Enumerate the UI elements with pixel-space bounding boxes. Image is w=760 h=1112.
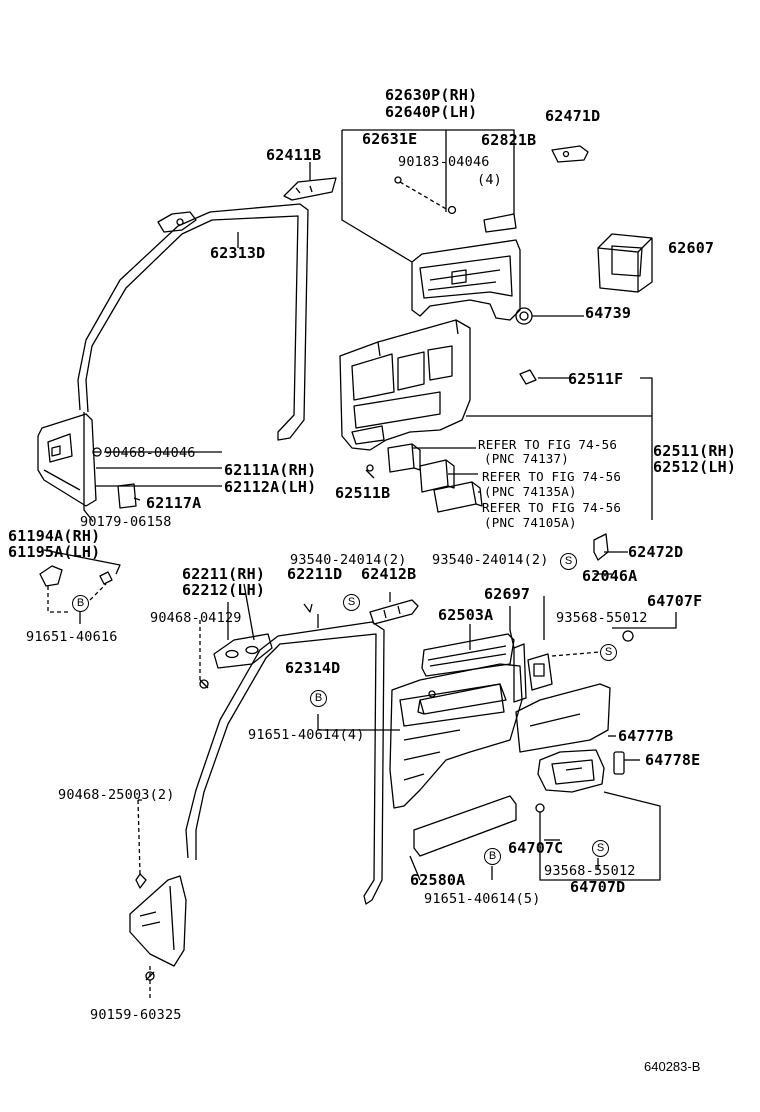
label-62821b: 62821B xyxy=(481,131,537,149)
label-64707d: 64707D xyxy=(570,878,626,896)
label-62580a: 62580A xyxy=(410,871,466,889)
screw-badge: S xyxy=(600,644,617,661)
label-62607: 62607 xyxy=(668,239,715,257)
label-93568-b: 93568-55012 xyxy=(544,863,636,879)
label-90183-qty: (4) xyxy=(477,172,502,188)
label-93540-b: 93540-24014(2) xyxy=(432,552,549,568)
ref-fig-2[interactable]: REFER TO FIG 74-56 xyxy=(482,469,622,484)
label-61195a: 61195A(LH) xyxy=(8,543,101,561)
label-62511b: 62511B xyxy=(335,484,391,502)
garnish-62411b xyxy=(283,177,337,201)
bolt-badge: B xyxy=(310,690,327,707)
retainer-62412b xyxy=(369,599,419,625)
screw-badge: S xyxy=(343,594,360,611)
label-62313d: 62313D xyxy=(210,244,266,262)
pocket xyxy=(417,683,507,715)
label-61194a: 61194A(RH) xyxy=(8,527,101,545)
label-62512-lh: 62512(LH) xyxy=(653,458,737,476)
label-90159: 90159-60325 xyxy=(90,1007,182,1023)
label-62471d: 62471D xyxy=(545,107,601,125)
clip-62511f xyxy=(519,369,537,385)
ref-fig-1[interactable]: REFER TO FIG 74-56 xyxy=(478,437,618,452)
switch-base-3 xyxy=(433,481,483,513)
figure-code: 640283-B xyxy=(644,1059,701,1074)
label-64777b: 64777B xyxy=(618,727,674,745)
label-62314d: 62314D xyxy=(285,659,341,677)
label-64707c: 64707C xyxy=(508,839,564,857)
clip-62821b xyxy=(483,213,517,233)
label-62630p: 62630P(RH) xyxy=(385,86,478,104)
label-90183: 90183-04046 xyxy=(398,154,490,170)
label-62411b: 62411B xyxy=(266,146,322,164)
trim-panel-upper-62630p xyxy=(411,239,521,321)
weatherstrip-lower-62314d xyxy=(185,621,385,905)
handle-case-64707d xyxy=(537,749,605,793)
label-90179: 90179-06158 xyxy=(80,514,172,530)
bolt-badge: B xyxy=(72,595,89,612)
label-90468-04129: 90468-04129 xyxy=(150,610,242,626)
label-93540-a: 93540-24014(2) xyxy=(290,552,407,568)
label-62211d: 62211D xyxy=(287,565,343,583)
label-62212-lh: 62212(LH) xyxy=(182,581,266,599)
label-62640p: 62640P(LH) xyxy=(385,103,478,121)
pillar-trim-lower-left xyxy=(37,413,97,507)
ref-fig-3[interactable]: REFER TO FIG 74-56 xyxy=(482,500,622,515)
label-62117a: 62117A xyxy=(146,494,202,512)
label-62111a: 62111A(RH) xyxy=(224,461,317,479)
switch-base-1 xyxy=(387,443,421,473)
label-90468-04046: 90468-04046 xyxy=(104,445,196,461)
armrest-62503a xyxy=(421,633,515,677)
door-trim-board xyxy=(339,319,471,451)
label-64707f: 64707F xyxy=(647,592,703,610)
ref-pnc-3: (PNC 74105A) xyxy=(484,515,577,530)
label-62697: 62697 xyxy=(484,585,531,603)
pad-62580a xyxy=(413,795,517,857)
kick-panel-lower xyxy=(129,875,187,967)
label-62631e: 62631E xyxy=(362,130,418,148)
label-62112a: 62112A(LH) xyxy=(224,478,317,496)
label-62503a: 62503A xyxy=(438,606,494,624)
label-62046a: 62046A xyxy=(582,567,638,585)
bracket-61194a xyxy=(39,565,63,587)
label-62211-rh: 62211(RH) xyxy=(182,565,266,583)
label-93568-a: 93568-55012 xyxy=(556,610,648,626)
label-62511-rh: 62511(RH) xyxy=(653,442,737,460)
label-62472d: 62472D xyxy=(628,543,684,561)
door-trim-lower xyxy=(389,663,523,809)
grip-62211 xyxy=(213,633,273,669)
label-64778e: 64778E xyxy=(645,751,701,769)
bracket-62697 xyxy=(513,643,527,703)
label-62511f: 62511F xyxy=(568,370,624,388)
ref-pnc-2: (PNC 74135A) xyxy=(484,484,577,499)
label-91651-40616: 91651-40616 xyxy=(26,629,118,645)
cap-64778e xyxy=(613,751,625,775)
screw-badge: S xyxy=(592,840,609,857)
label-91651-40614-5: 91651-40614(5) xyxy=(424,891,541,907)
panel-64777b xyxy=(515,683,611,753)
cap-62117a xyxy=(117,483,137,509)
handle-62471d xyxy=(551,145,589,163)
clip-top-left xyxy=(157,211,197,233)
grommet-64739 xyxy=(515,307,533,325)
label-90468-25003: 90468-25003(2) xyxy=(58,787,175,803)
escutcheon-62046a xyxy=(527,653,553,691)
bolt-badge: B xyxy=(484,848,501,865)
label-91651-40614-4: 91651-40614(4) xyxy=(248,727,365,743)
weatherstrip-upper-62313d xyxy=(77,203,309,441)
box-62607 xyxy=(597,233,653,293)
label-62412b: 62412B xyxy=(361,565,417,583)
ref-pnc-1: (PNC 74137) xyxy=(484,451,569,466)
label-64739: 64739 xyxy=(585,304,632,322)
screw-badge: S xyxy=(560,553,577,570)
